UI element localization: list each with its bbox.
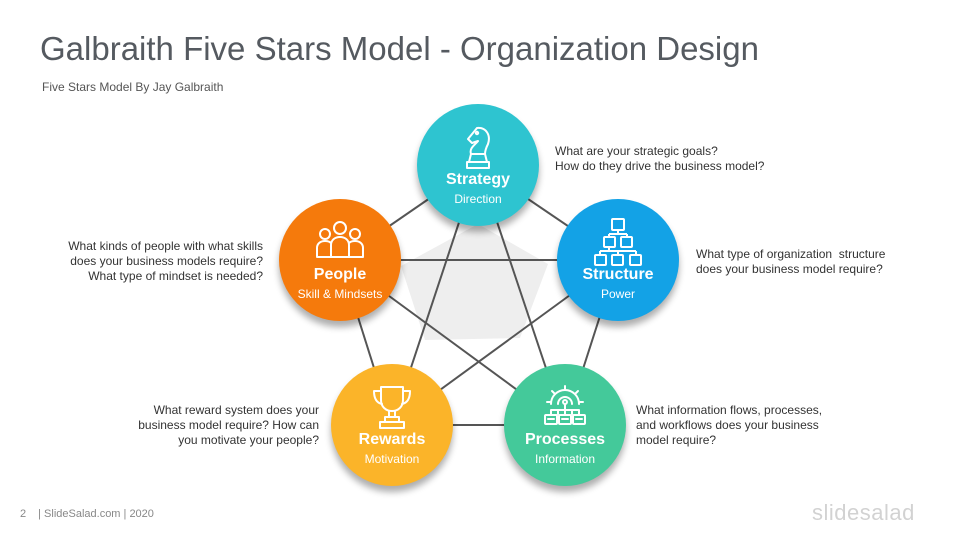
structure-label: Structure	[582, 266, 654, 283]
processes-question: What information flows, processes, and w…	[636, 403, 823, 447]
strategy-question: What are your strategic goals? How do th…	[555, 144, 765, 173]
structure-question: What type of organization structure does…	[696, 247, 886, 276]
org-chart-icon	[557, 213, 679, 269]
people-group-icon	[279, 213, 401, 269]
gear-network-icon	[504, 378, 626, 434]
processes-node[interactable]: Processes Information	[504, 364, 626, 486]
slidesalad-logo: slidesalad	[812, 500, 915, 525]
rewards-node[interactable]: Rewards Motivation	[331, 364, 453, 486]
chess-knight-icon	[417, 118, 539, 174]
strategy-label: Strategy	[445, 171, 511, 188]
people-question: What kinds of people with what skills do…	[68, 239, 263, 283]
page-title: Galbraith Five Stars Model - Organizatio…	[40, 30, 759, 67]
page-number: 2	[20, 508, 27, 520]
strategy-sublabel: Direction	[454, 192, 502, 206]
strategy-node[interactable]: Strategy Direction	[417, 104, 539, 226]
people-node[interactable]: People Skill & Mindsets	[279, 199, 401, 321]
inner-pentagon	[401, 224, 548, 340]
structure-node[interactable]: Structure Power	[557, 199, 679, 321]
processes-label: Processes	[524, 431, 606, 448]
trophy-icon	[331, 378, 453, 434]
processes-sublabel: Information	[534, 452, 596, 466]
footer-text: | SlideSalad.com | 2020	[38, 508, 154, 520]
people-sublabel: Skill & Mindsets	[297, 287, 383, 301]
page-subtitle: Five Stars Model By Jay Galbraith	[42, 80, 224, 94]
people-label: People	[313, 266, 367, 283]
rewards-sublabel: Motivation	[364, 452, 420, 466]
rewards-question: What reward system does your business mo…	[138, 403, 319, 447]
rewards-label: Rewards	[358, 431, 426, 448]
structure-sublabel: Power	[600, 287, 635, 301]
footer: 2 | SlideSalad.com | 2020	[20, 508, 154, 520]
